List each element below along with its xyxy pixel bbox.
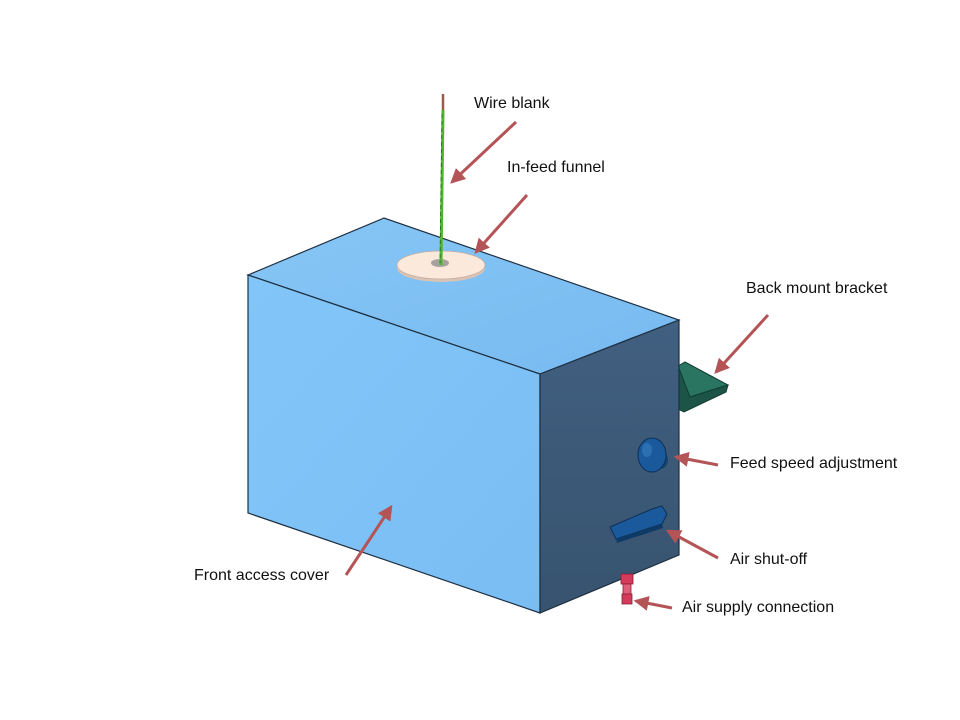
connector-tip bbox=[621, 593, 633, 605]
arrow-wire-blank bbox=[450, 120, 518, 184]
connector-mid bbox=[622, 583, 632, 595]
arrow-front-access-cover bbox=[344, 504, 393, 576]
wire-highlight bbox=[439, 113, 443, 264]
air-shut-off-lever bbox=[609, 505, 668, 543]
arrow-air-shut-off bbox=[665, 529, 719, 560]
wire-blank bbox=[439, 94, 445, 266]
callout-arrows bbox=[344, 120, 770, 611]
arrow-in-feed-funnel bbox=[474, 193, 529, 254]
arrow-feed-speed-adjustment bbox=[673, 451, 719, 467]
lever-edge bbox=[616, 524, 663, 543]
label-air-supply-connection: Air supply connection bbox=[682, 599, 835, 616]
label-feed-speed-adjustment: Feed speed adjustment bbox=[730, 455, 898, 472]
arrow-back-mount-bracket bbox=[714, 313, 770, 374]
label-wire-blank: Wire blank bbox=[474, 95, 550, 112]
box-side-face bbox=[539, 319, 680, 614]
feeder-box bbox=[246, 217, 681, 614]
wire-body bbox=[439, 109, 445, 266]
knob-cap bbox=[637, 437, 667, 473]
feed-speed-knob bbox=[637, 437, 668, 473]
knob-highlight bbox=[642, 443, 652, 457]
air-supply-connector bbox=[620, 573, 634, 605]
label-in-feed-funnel: In-feed funnel bbox=[507, 159, 605, 176]
connector-top bbox=[620, 573, 634, 585]
arrow-air-supply-connection bbox=[633, 596, 673, 611]
label-front-access-cover: Front access cover bbox=[194, 567, 330, 584]
label-back-mount-bracket: Back mount bracket bbox=[746, 280, 888, 297]
label-air-shut-off: Air shut-off bbox=[730, 551, 808, 568]
